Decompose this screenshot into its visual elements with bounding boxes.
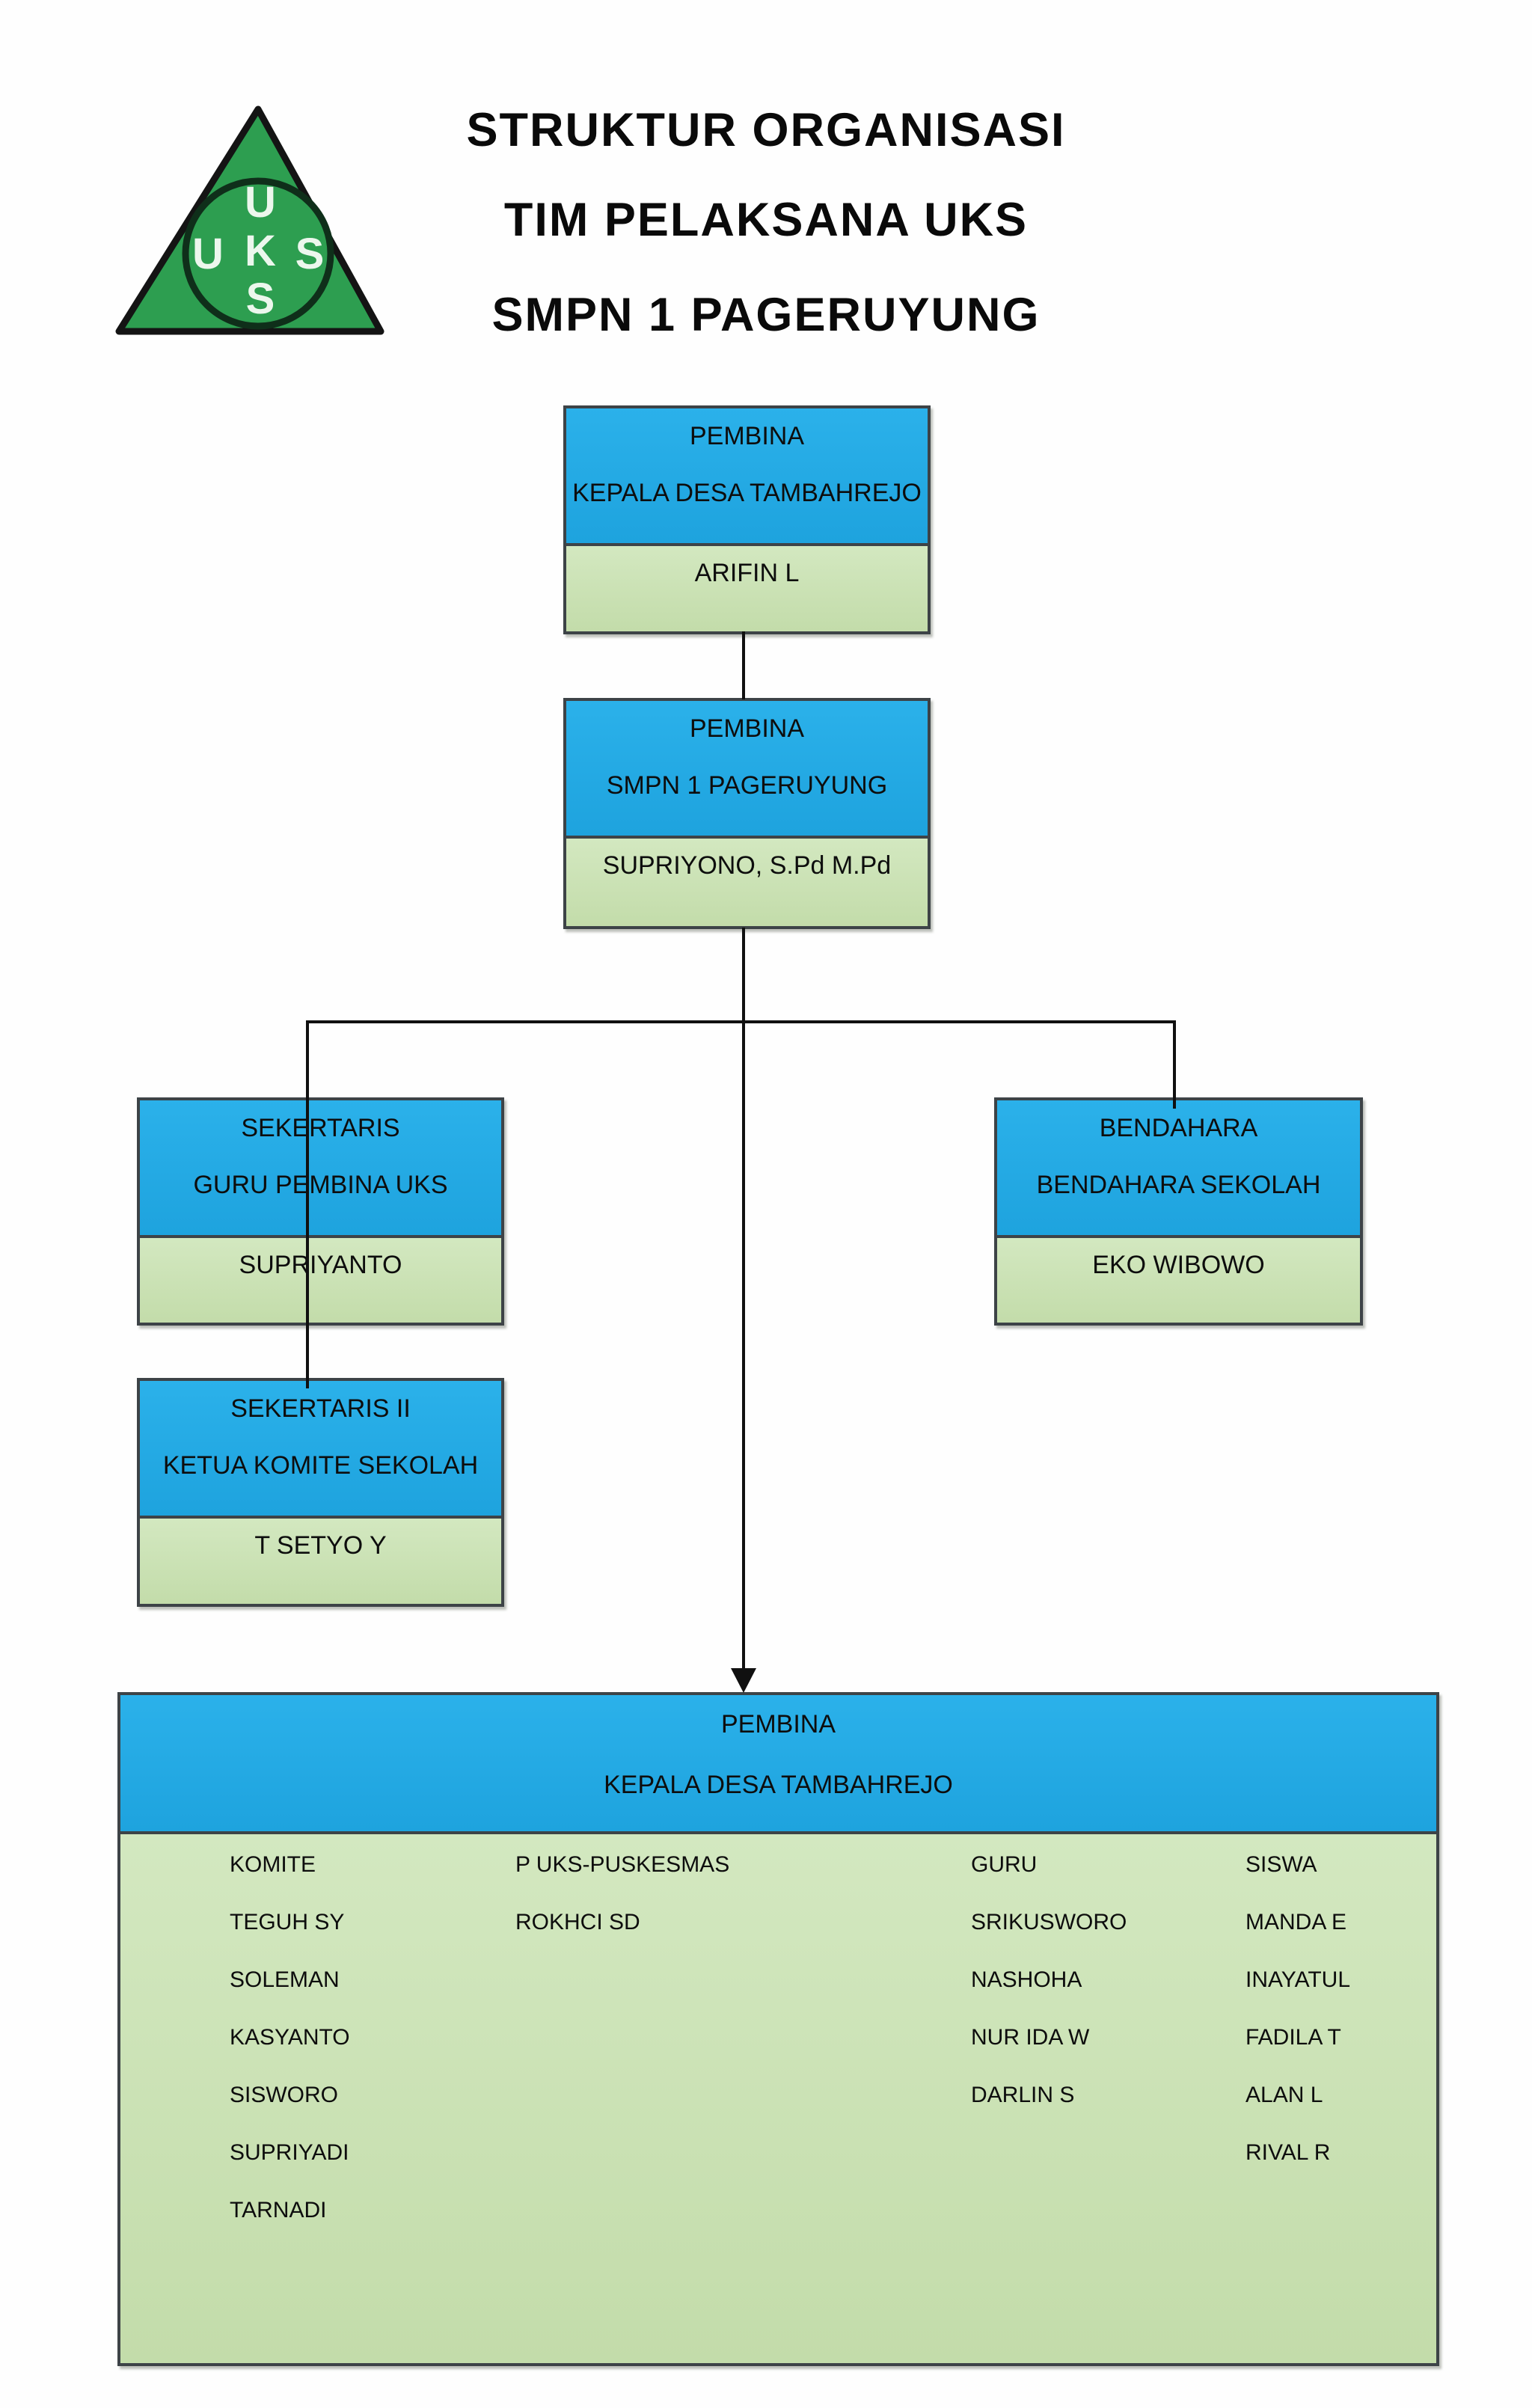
node-role: PEMBINA [720, 1710, 836, 1738]
member-column-siswa: SISWA MANDA E INAYATUL FADILA T ALAN L R… [1245, 1836, 1350, 2181]
node-role: BENDAHARA [1099, 1114, 1258, 1142]
member-column-puskesmas: P UKS-PUSKESMAS ROKHCI SD [515, 1836, 729, 1951]
node-pembina-smpn-header: PEMBINA SMPN 1 PAGERUYUNG [566, 701, 928, 839]
member-name: MANDA E [1245, 1910, 1347, 1934]
page-title-line-3: SMPN 1 PAGERUYUNG [491, 289, 1041, 341]
node-tim-pelaksana-body: KOMITE TEGUH SY SOLEMAN KASYANTO SISWORO… [120, 1834, 1436, 2363]
node-tim-pelaksana: PEMBINA KEPALA DESA TAMBAHREJO KOMITE TE… [117, 1692, 1439, 2366]
member-name: SUPRIYADI [230, 2140, 349, 2165]
uks-logo: U U K S S [115, 105, 384, 335]
node-position: KETUA KOMITE SEKOLAH [162, 1451, 479, 1480]
node-role: PEMBINA [689, 422, 805, 450]
member-name: SOLEMAN [230, 1967, 340, 1992]
member-name: ROKHCI SD [515, 1910, 640, 1934]
member-name: ALAN L [1245, 2083, 1323, 2107]
member-name: DARLIN S [971, 2083, 1075, 2107]
member-name: TEGUH SY [230, 1910, 345, 1934]
node-role: PEMBINA [689, 714, 805, 743]
node-bendahara: BENDAHARA BENDAHARA SEKOLAH EKO WIBOWO [994, 1097, 1363, 1326]
node-person-name: SUPRIYANTO [239, 1251, 402, 1279]
node-pembina-smpn: PEMBINA SMPN 1 PAGERUYUNG SUPRIYONO, S.P… [563, 698, 931, 929]
member-name: FADILA T [1245, 2025, 1341, 2050]
node-role: SEKERTARIS II [230, 1394, 411, 1423]
logo-letter-bottom: S [246, 275, 275, 323]
member-name: SISWORO [230, 2083, 339, 2107]
connector-center-vertical [742, 928, 745, 1670]
node-position: SMPN 1 PAGERUYUNG [606, 771, 888, 800]
column-header: P UKS-PUSKESMAS [515, 1852, 730, 1877]
page-title-line-1: STRUKTUR ORGANISASI [466, 104, 1066, 156]
connector-horizontal-branch [306, 1020, 1176, 1023]
node-pembina-smpn-body: SUPRIYONO, S.Pd M.Pd [566, 839, 928, 926]
member-name: NUR IDA W [971, 2025, 1090, 2050]
logo-letter-left: U [192, 230, 224, 278]
connector-pembina-desa-to-smpn [742, 631, 745, 699]
member-name: RIVAL R [1245, 2140, 1331, 2165]
node-sekertaris-body: SUPRIYANTO [140, 1238, 501, 1323]
member-column-komite: KOMITE TEGUH SY SOLEMAN KASYANTO SISWORO… [230, 1836, 350, 2239]
connector-right-vertical [1173, 1022, 1176, 1109]
node-sekertaris-ii-header: SEKERTARIS II KETUA KOMITE SEKOLAH [140, 1381, 501, 1519]
node-person-name: ARIFIN L [694, 559, 800, 587]
node-sekertaris: SEKERTARIS GURU PEMBINA UKS SUPRIYANTO [137, 1097, 504, 1326]
node-role: SEKERTARIS [241, 1114, 400, 1142]
column-header: SISWA [1245, 1852, 1317, 1877]
node-pembina-desa: PEMBINA KEPALA DESA TAMBAHREJO ARIFIN L [563, 405, 931, 634]
member-name: TARNADI [230, 2198, 327, 2222]
logo-letter-right: S [295, 230, 325, 278]
arrow-down-icon [731, 1668, 756, 1693]
page-title-line-2: TIM PELAKSANA UKS [503, 194, 1029, 246]
node-sekertaris-ii: SEKERTARIS II KETUA KOMITE SEKOLAH T SET… [137, 1378, 504, 1607]
logo-letter-center: K [245, 227, 276, 275]
node-position: KEPALA DESA TAMBAHREJO [572, 479, 922, 507]
node-bendahara-header: BENDAHARA BENDAHARA SEKOLAH [997, 1100, 1360, 1238]
node-person-name: SUPRIYONO, S.Pd M.Pd [602, 851, 892, 880]
logo-circle [182, 177, 334, 330]
column-header: GURU [971, 1852, 1038, 1877]
member-column-guru: GURU SRIKUSWORO NASHOHA NUR IDA W DARLIN… [971, 1836, 1127, 2124]
column-header: KOMITE [230, 1852, 316, 1877]
node-person-name: EKO WIBOWO [1092, 1251, 1265, 1279]
node-bendahara-body: EKO WIBOWO [997, 1238, 1360, 1323]
node-tim-pelaksana-header: PEMBINA KEPALA DESA TAMBAHREJO [120, 1695, 1436, 1834]
member-name: INAYATUL [1245, 1967, 1351, 1992]
logo-letter-top: U [245, 178, 276, 227]
member-name: SRIKUSWORO [971, 1910, 1127, 1934]
node-sekertaris-header: SEKERTARIS GURU PEMBINA UKS [140, 1100, 501, 1238]
node-sekertaris-ii-body: T SETYO Y [140, 1519, 501, 1604]
node-pembina-desa-body: ARIFIN L [566, 546, 928, 631]
member-name: NASHOHA [971, 1967, 1082, 1992]
node-person-name: T SETYO Y [254, 1531, 387, 1560]
node-position: KEPALA DESA TAMBAHREJO [604, 1771, 953, 1799]
node-position: BENDAHARA SEKOLAH [1036, 1171, 1321, 1199]
node-position: GURU PEMBINA UKS [193, 1171, 448, 1199]
member-name: KASYANTO [230, 2025, 350, 2050]
node-pembina-desa-header: PEMBINA KEPALA DESA TAMBAHREJO [566, 408, 928, 546]
connector-left-vertical [306, 1022, 309, 1388]
